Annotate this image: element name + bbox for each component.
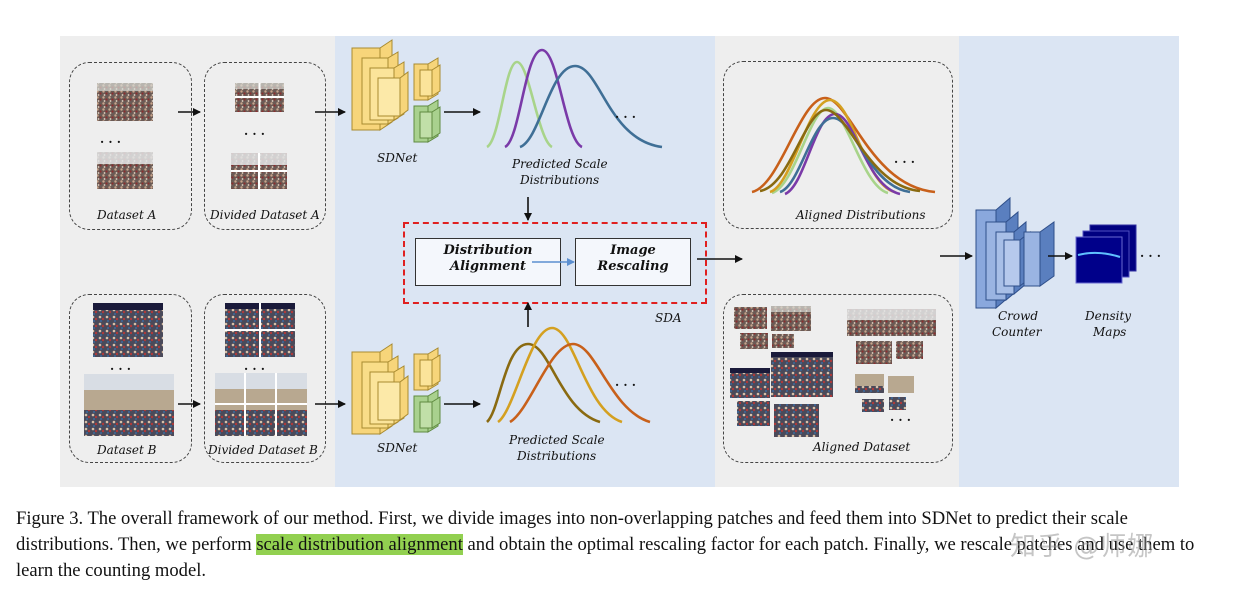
sdnet-top-label: SDNet [377,151,418,165]
distribution-curve [751,96,936,194]
watermark: 知乎 @师娜 [1010,532,1155,562]
distribution-curve [509,342,651,424]
predicted-top-label-2: Distributions [520,173,600,187]
divided-dataset-b-box [204,294,326,463]
caption-highlight: scale distribution alignment [256,534,463,555]
dataset-a-label: Dataset A [97,208,157,222]
aligned-distributions-label: Aligned Distributions [796,208,926,222]
predicted-bottom-label-2: Distributions [517,449,597,463]
distribution-alignment-box: Distribution Alignment [415,238,561,286]
crowd-image [93,303,163,357]
divided-dataset-b-images [215,303,307,436]
distribution-curve [519,64,663,149]
image-rescaling-label-1: Image [610,243,656,258]
ellipsis: . . . [244,124,265,138]
sdnet-top-icon [351,39,441,143]
dataset-b-label: Dataset B [97,443,157,457]
ellipsis: . . . [100,132,121,146]
ellipsis: . . . [615,107,636,121]
dataset-a-box [69,62,192,230]
ellipsis: . . . [890,410,911,424]
image-rescaling-label-2: Rescaling [597,259,669,274]
dataset-b-images [84,303,174,436]
ellipsis: . . . [615,375,636,389]
sdnet-bottom-label: SDNet [377,441,418,455]
divided-dataset-b-label: Divided Dataset B [208,443,318,457]
ellipsis: . . . [110,359,131,373]
predicted-top-label-1: Predicted Scale [512,157,608,171]
caption-text-1: Figure 3. The overall framework of our m… [16,508,1128,555]
sdnet-bottom-icon [351,343,441,435]
distribution-curve [486,60,553,149]
distribution-curve [771,106,889,195]
ellipsis: . . . [1140,246,1161,260]
predicted-bottom-label-1: Predicted Scale [509,433,605,447]
density-maps-label-2: Maps [1093,325,1127,339]
image-rescaling-box: Image Rescaling [575,238,691,286]
aligned-dataset-label: Aligned Dataset [813,440,911,454]
distribution-alignment-label-2: Alignment [450,259,526,274]
aligned-dataset-box [723,294,953,463]
sda-module-box [403,222,707,304]
aligned-distributions-box [723,61,953,229]
figure-caption: Figure 3. The overall framework of our m… [16,506,1226,584]
crowd-counter-label-1: Crowd [998,309,1039,323]
divided-dataset-a-box [204,62,326,230]
distribution-curve [784,112,901,196]
ellipsis: . . . [244,359,265,373]
distribution-alignment-label-1: Distribution [443,243,533,258]
crowd-counter-icon [975,196,1055,310]
dataset-a-images [97,83,153,189]
distribution-curve [504,48,583,149]
predicted-distributions-bottom [485,326,651,424]
crowd-counter-label-2: Counter [992,325,1042,339]
divided-dataset-a-label: Divided Dataset A [210,208,320,222]
dataset-b-box [69,294,192,463]
density-maps-label-1: Density [1085,309,1132,323]
distribution-curve [497,326,623,424]
predicted-distributions-top [486,48,663,149]
caption-text-2: and obtain the optimal rescaling factor … [16,534,1195,581]
sda-label: SDA [655,311,682,325]
aligned-distributions-curves [751,96,936,196]
density-maps-icon [1075,224,1137,284]
distribution-curve [485,342,601,424]
distribution-curve [759,108,921,193]
aligned-dataset-patches [730,306,936,437]
distribution-curve [779,116,911,194]
divided-dataset-a-images [231,83,287,189]
ellipsis: . . . [894,152,915,166]
